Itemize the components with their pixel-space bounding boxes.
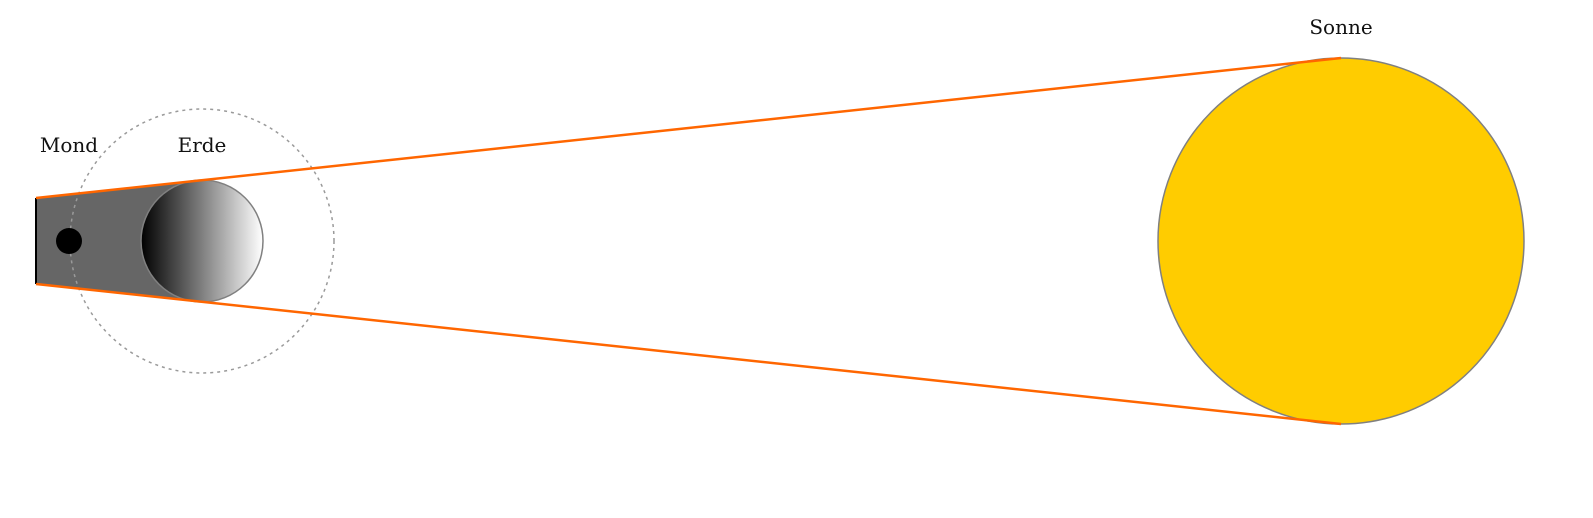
earth-label: Erde <box>178 133 227 157</box>
moon-label: Mond <box>40 133 98 157</box>
moon <box>56 228 82 254</box>
earth <box>140 179 264 303</box>
sun-label: Sonne <box>1309 15 1372 39</box>
upper-tangent-line <box>35 56 1342 200</box>
sun <box>1157 57 1525 425</box>
lower-tangent-line <box>35 282 1342 426</box>
